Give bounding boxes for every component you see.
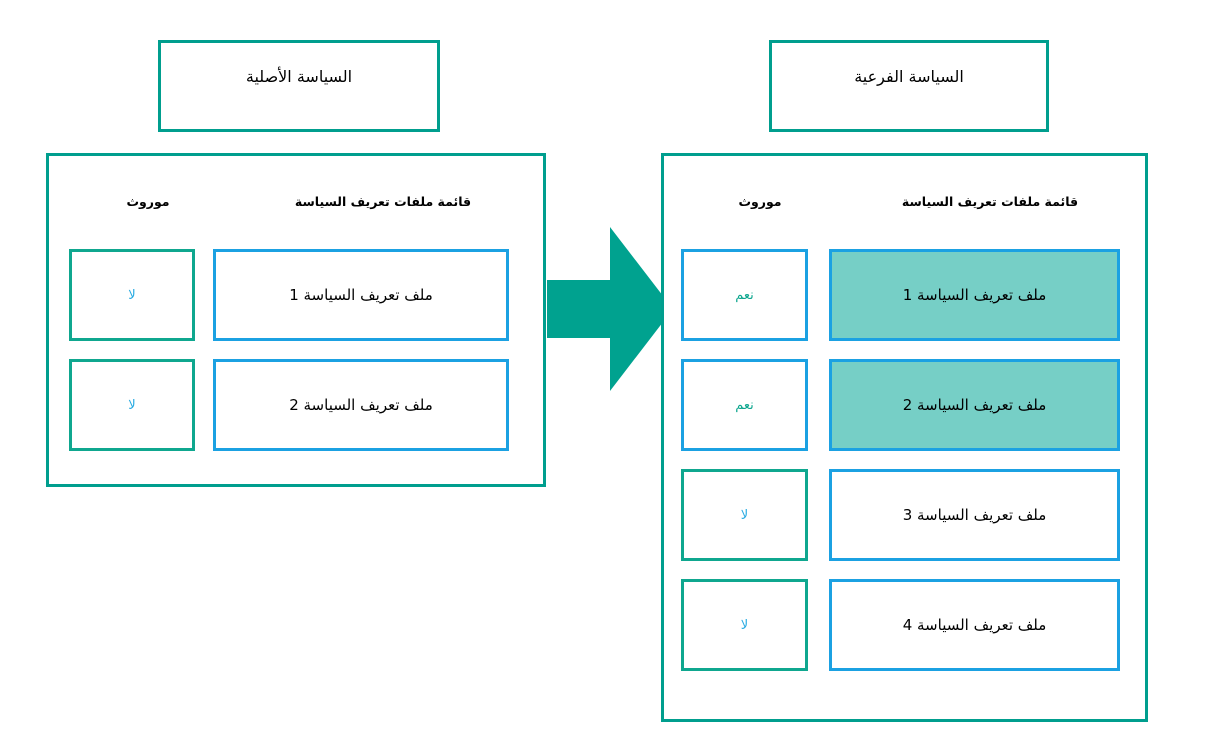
inherited-cell[interactable]: لا — [69, 359, 195, 451]
policy-profile-cell[interactable]: ملف تعريف السياسة 1 — [829, 249, 1120, 341]
child-rows: ملف تعريف السياسة 1 نعم ملف تعريف السياس… — [664, 249, 1145, 689]
parent-rows: ملف تعريف السياسة 1 لا ملف تعريف السياسة… — [49, 249, 543, 469]
child-header-inherited: موروث — [738, 194, 782, 209]
child-policy-panel: قائمة ملفات تعريف السياسة موروث ملف تعري… — [661, 153, 1148, 722]
policy-profile-cell[interactable]: ملف تعريف السياسة 3 — [829, 469, 1120, 561]
policy-profile-cell[interactable]: ملف تعريف السياسة 2 — [829, 359, 1120, 451]
inherited-cell[interactable]: لا — [681, 469, 808, 561]
parent-policy-title-text: السياسة الأصلية — [245, 66, 353, 86]
child-policy-title-text: السياسة الفرعية — [854, 66, 964, 86]
table-row: ملف تعريف السياسة 3 لا — [664, 469, 1145, 561]
table-row: ملف تعريف السياسة 2 لا — [49, 359, 543, 451]
parent-column-headers: قائمة ملفات تعريف السياسة موروث — [49, 194, 543, 209]
parent-policy-panel: قائمة ملفات تعريف السياسة موروث ملف تعري… — [46, 153, 546, 487]
policy-profile-cell[interactable]: ملف تعريف السياسة 2 — [213, 359, 509, 451]
parent-header-profile-list: قائمة ملفات تعريف السياسة — [294, 194, 472, 209]
parent-header-inherited: موروث — [126, 194, 170, 209]
child-policy-title-box: السياسة الفرعية — [769, 40, 1049, 132]
table-row: ملف تعريف السياسة 1 لا — [49, 249, 543, 341]
inherited-cell[interactable]: نعم — [681, 359, 808, 451]
inherited-cell[interactable]: لا — [69, 249, 195, 341]
right-arrow-icon — [547, 227, 673, 391]
inherited-cell[interactable]: لا — [681, 579, 808, 671]
table-row: ملف تعريف السياسة 4 لا — [664, 579, 1145, 671]
child-header-profile-list: قائمة ملفات تعريف السياسة — [901, 194, 1079, 209]
policy-profile-cell[interactable]: ملف تعريف السياسة 1 — [213, 249, 509, 341]
table-row: ملف تعريف السياسة 1 نعم — [664, 249, 1145, 341]
inherited-cell[interactable]: نعم — [681, 249, 808, 341]
table-row: ملف تعريف السياسة 2 نعم — [664, 359, 1145, 451]
parent-policy-title-box: السياسة الأصلية — [158, 40, 440, 132]
child-column-headers: قائمة ملفات تعريف السياسة موروث — [664, 194, 1145, 209]
policy-profile-cell[interactable]: ملف تعريف السياسة 4 — [829, 579, 1120, 671]
